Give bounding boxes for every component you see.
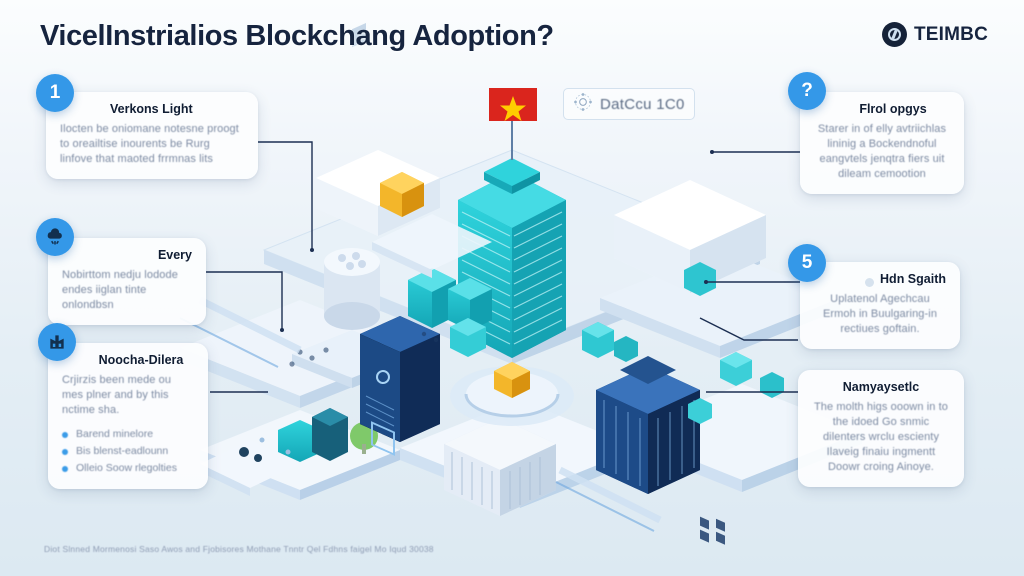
cloud-node-icon xyxy=(36,218,74,256)
callout-card-3-title: Noocha-Dilera xyxy=(98,353,184,367)
brand-name: TEIMBC xyxy=(913,23,988,45)
callout-card-5-body: Uplatenol Agechcau Ermoh in Buulgaring-i… xyxy=(822,293,938,335)
callout-card-1-body: Ilocten be oniomane notesne proogt to or… xyxy=(60,123,239,165)
callout-card-4-title: Flrol opgys xyxy=(859,102,927,116)
network-nodes-icon xyxy=(573,92,593,117)
vietnam-flag xyxy=(489,88,537,121)
callout-card-3[interactable]: Noocha-Dilera Crjirzis been mede ou mes … xyxy=(38,323,208,489)
list-item: Bis blenst-eadlounn xyxy=(62,443,194,460)
callout-card-4[interactable]: ? Flrol opgys Starer in of elly avtriich… xyxy=(788,72,964,194)
circular-emblem-icon xyxy=(881,22,907,47)
page-title: VicelInstrialios Blockchang Adoption? xyxy=(40,20,554,52)
list-item: Barend minelore xyxy=(62,426,194,443)
callout-card-5-title: Hdn Sgaith xyxy=(880,272,946,286)
callout-card-6[interactable]: Namyaysetlc The molth higs ooown in to t… xyxy=(798,370,964,487)
step-badge-1: 1 xyxy=(36,74,74,112)
callout-card-5-title-row: Hdn Sgaith xyxy=(814,272,946,292)
callout-card-1[interactable]: 1 Verkons Light Ilocten be oniomane note… xyxy=(36,74,258,179)
list-item: Olleio Soow rlegolties xyxy=(62,460,194,477)
callout-card-6-body: The molth higs ooown in to the idoed Go … xyxy=(813,401,949,473)
callout-card-3-body: Crjirzis been mede ou mes plner and by t… xyxy=(62,374,172,416)
callout-card-4-body: Starer in of elly avtriichlas lininig a … xyxy=(817,123,947,180)
callout-card-2-title: Every xyxy=(157,248,192,262)
ico-badge: DatCcu 1C0 xyxy=(563,88,695,120)
ico-badge-label: DatCcu 1C0 xyxy=(600,95,685,113)
callout-card-5[interactable]: 5 Hdn Sgaith Uplatenol Agechcau Ermoh in… xyxy=(788,244,960,349)
footer-caption: Diot Slnned Mormenosi Saso Awos and Fjob… xyxy=(44,544,434,554)
callout-card-2-body: Nobirttom nedju lodode endes iiglan tint… xyxy=(62,269,178,311)
factory-icon xyxy=(38,323,76,361)
callout-card-3-list: Barend minelore Bis blenst-eadlounn Olle… xyxy=(62,426,194,477)
brand-logo: TEIMBC xyxy=(881,22,988,47)
step-badge-4: ? xyxy=(788,72,826,110)
step-badge-5: 5 xyxy=(788,244,826,282)
callout-card-1-title: Verkons Light xyxy=(110,102,193,116)
bullet-dot-icon xyxy=(865,277,875,287)
callout-card-6-title: Namyaysetlc xyxy=(842,380,920,394)
callout-card-2[interactable]: Every Nobirttom nedju lodode endes iigla… xyxy=(36,218,206,325)
